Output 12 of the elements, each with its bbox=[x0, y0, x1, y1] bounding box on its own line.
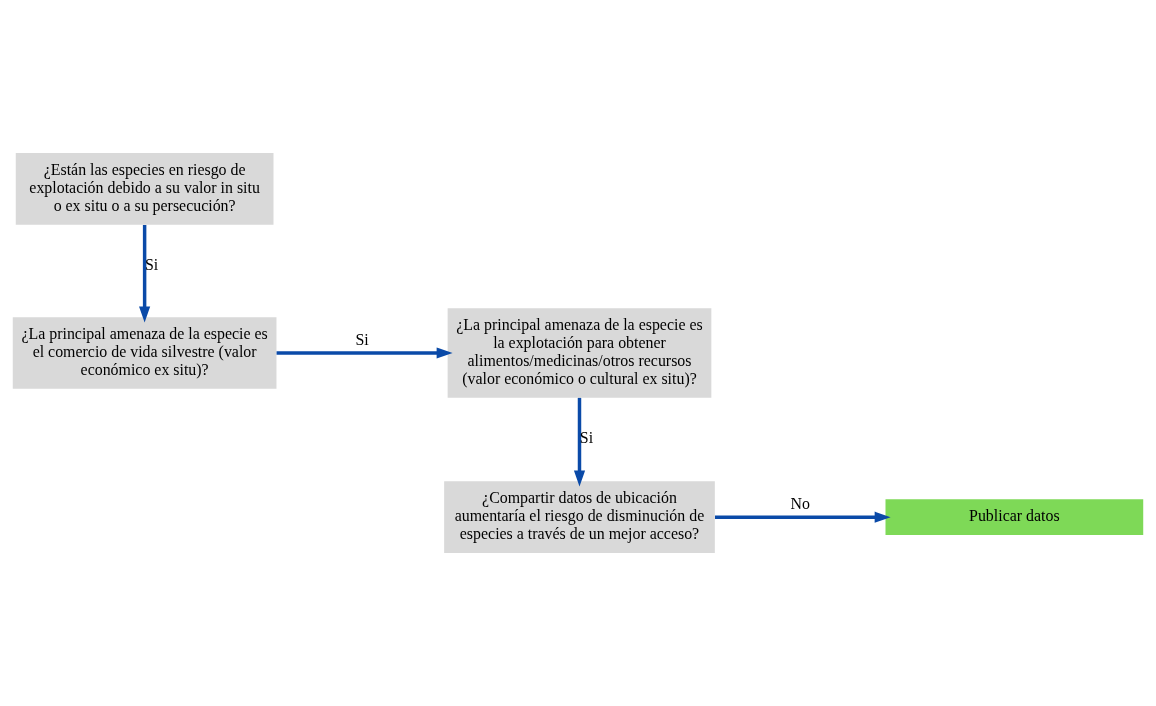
node-box: Publicar datos bbox=[885, 499, 1144, 536]
arrow bbox=[715, 511, 891, 523]
arrow bbox=[139, 225, 151, 323]
edge-label: No bbox=[790, 495, 810, 513]
node-box: ¿La principal amenaza de la especie es el comercio de vida silvestre (valor económico ex situ)? bbox=[12, 317, 277, 389]
node-box: ¿Compartir datos de ubicación aumentaría el riesgo de disminución de especies a través de un mejor acceso? bbox=[444, 481, 715, 553]
edge-label: Si bbox=[355, 330, 369, 348]
arrow bbox=[276, 347, 453, 359]
node-box: ¿La principal amenaza de la especie es la explotación para obtener alimentos/medicinas/otros recursos (valor económico o cultural ex situ)? bbox=[447, 308, 712, 398]
node-box: ¿Están las especies en riesgo de explotación debido a su valor in situ o ex situ o a su persecución? bbox=[15, 153, 274, 225]
edge-label: Si bbox=[144, 256, 159, 274]
arrow bbox=[573, 397, 586, 487]
